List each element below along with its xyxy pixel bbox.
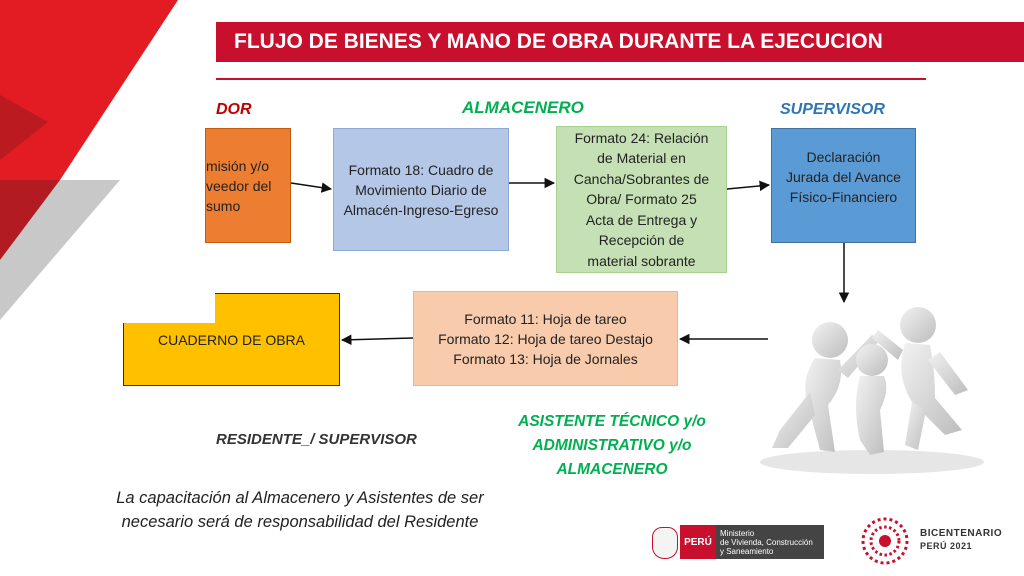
cuaderno-text: CUADERNO DE OBRA — [157, 331, 306, 348]
formato18-box: Formato 18: Cuadro de Movimiento Diario … — [333, 128, 509, 251]
formato11-box: Formato 11: Hoja de tareo Formato 12: Ho… — [413, 291, 678, 386]
orange-box-text: misión y/o veedor del sumo — [206, 157, 272, 214]
ministerio-text: Ministerio de Vivienda, Construcción y S… — [720, 528, 813, 556]
arrow-f24-to-declaracion — [726, 180, 771, 192]
role-label-almacenero: ALMACENERO — [462, 98, 584, 117]
caption-text: La capacitación al Almacenero y Asistent… — [116, 489, 484, 531]
peru-shield-icon — [652, 527, 678, 559]
bicentenario-text: BICENTENARIO — [920, 528, 1003, 539]
formato11-text: Formato 11: Hoja de tareo Formato 12: Ho… — [438, 310, 653, 367]
ministerio-badge: Ministerio de Vivienda, Construcción y S… — [716, 525, 824, 559]
declaracion-box: Declaración Jurada del Avance Físico-Fin… — [771, 128, 916, 243]
decorative-shapes — [0, 0, 178, 320]
peru-logo: PERÚ — [680, 525, 716, 559]
role-label-supervisor: SUPERVISOR — [780, 101, 885, 118]
title-underline — [216, 78, 926, 80]
declaracion-text: Declaración Jurada del Avance Físico-Fin… — [786, 149, 901, 205]
arrow-f11-to-cuaderno — [340, 334, 414, 345]
cuaderno-box-cutout — [123, 293, 215, 323]
role-label-asistente: ASISTENTE TÉCNICO y/o ADMINISTRATIVO y/o… — [518, 413, 706, 478]
formato24-text: Formato 24: Relación de Material en Canc… — [573, 129, 710, 269]
role-label-left: DOR — [216, 101, 252, 118]
formato24-box: Formato 24: Relación de Material en Canc… — [556, 126, 727, 273]
arrow-orange-to-f18 — [290, 182, 333, 193]
orange-box: misión y/o veedor del sumo — [205, 128, 291, 243]
peru2021-text: PERÚ 2021 — [920, 541, 973, 551]
role-label-residente-supervisor: RESIDENTE_/ SUPERVISOR — [216, 431, 417, 448]
formato18-text: Formato 18: Cuadro de Movimiento Diario … — [343, 161, 499, 218]
page-title: FLUJO DE BIENES Y MANO DE OBRA DURANTE L… — [216, 22, 1024, 62]
